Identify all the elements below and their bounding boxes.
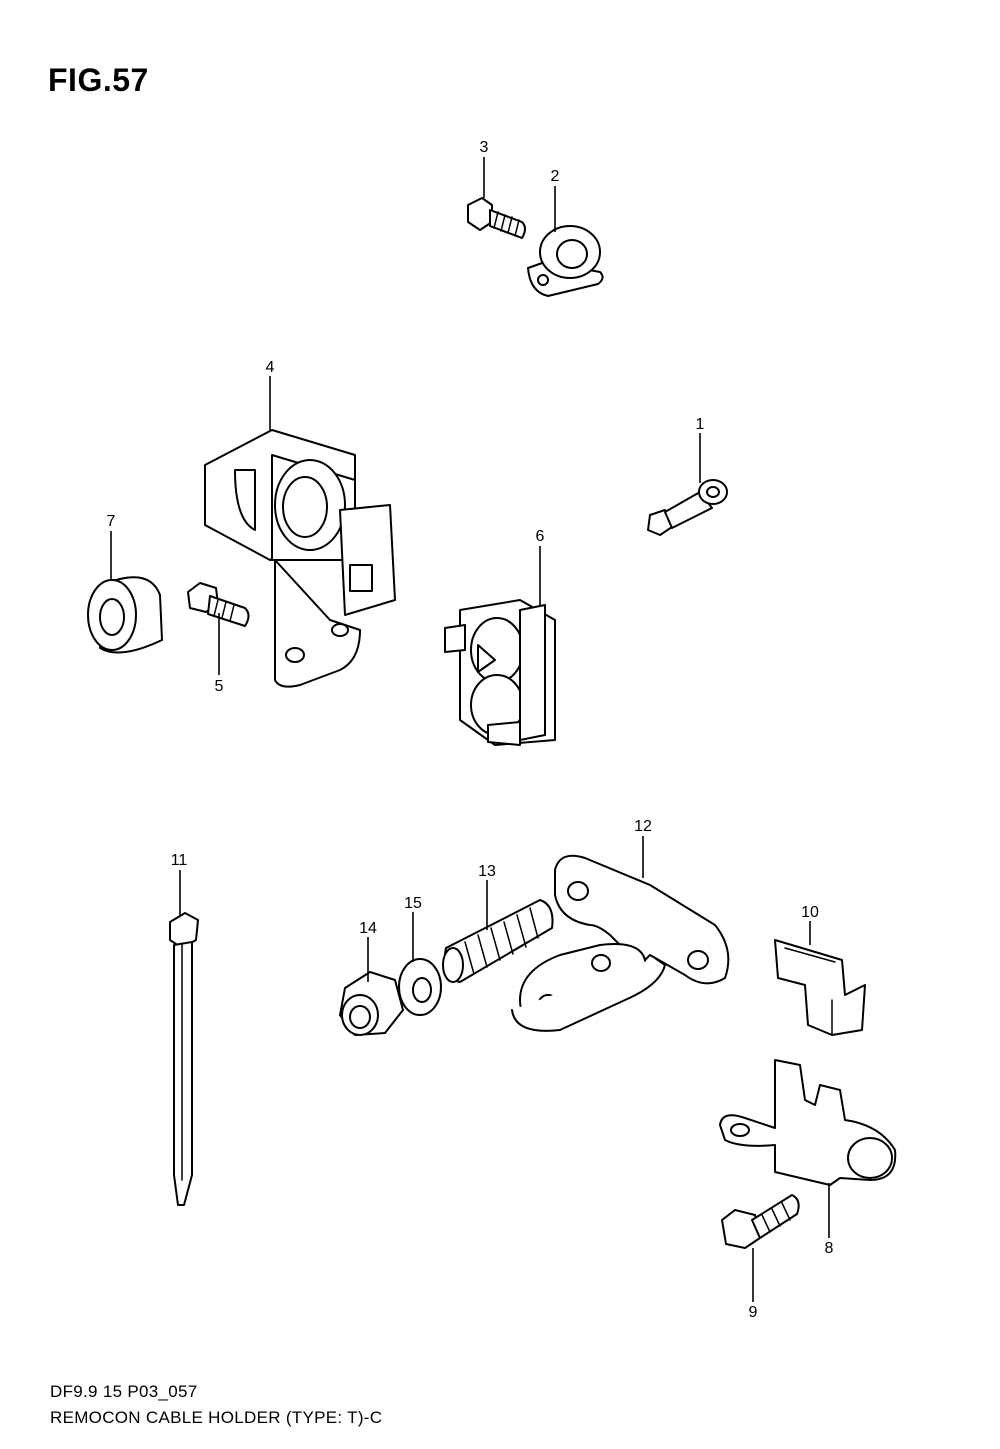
leader-lines: [110, 157, 830, 1302]
callout-12: 12: [634, 818, 652, 835]
callout-10: 10: [801, 904, 819, 921]
part-4-holder-bracket[interactable]: [204, 429, 396, 688]
callout-4: 4: [266, 359, 275, 376]
callout-numbers: 3 2 4 1 7 6 5 12 11 13 15 14 10 8 9: [107, 139, 834, 1321]
callout-5: 5: [215, 678, 224, 695]
callout-14: 14: [359, 920, 377, 937]
callout-8: 8: [825, 1240, 834, 1257]
callout-3: 3: [480, 139, 489, 156]
diagram-code: DF9.9 15 P03_057: [50, 1382, 198, 1401]
callout-13: 13: [478, 863, 496, 880]
part-2-cable-clamp[interactable]: [527, 225, 604, 297]
figure-title: FIG.57: [48, 62, 149, 98]
part-11-cable-tie[interactable]: [169, 912, 199, 1206]
part-3-bolt[interactable]: [467, 197, 526, 239]
callout-2: 2: [551, 168, 560, 185]
callout-9: 9: [749, 1304, 758, 1321]
callout-6: 6: [536, 528, 545, 545]
part-8-cable-bracket[interactable]: [719, 1059, 897, 1186]
part-9-bolt[interactable]: [721, 1194, 800, 1249]
callout-7: 7: [107, 513, 116, 530]
callout-11: 11: [171, 852, 188, 869]
part-15-washer[interactable]: [398, 958, 442, 1016]
part-6-cable-holder[interactable]: [444, 599, 556, 746]
part-10-clip[interactable]: [774, 939, 866, 1036]
callout-1: 1: [696, 416, 705, 433]
diagram-caption: REMOCON CABLE HOLDER (TYPE: T)-C: [50, 1408, 383, 1427]
part-5-bolt[interactable]: [187, 582, 250, 627]
part-14-nut[interactable]: [339, 971, 404, 1036]
part-7-grommet[interactable]: [87, 576, 163, 654]
part-1-ring-terminal[interactable]: [647, 479, 728, 536]
part-13-stud[interactable]: [442, 899, 554, 983]
callout-15: 15: [404, 895, 422, 912]
part-12-bracket[interactable]: [511, 854, 730, 1032]
